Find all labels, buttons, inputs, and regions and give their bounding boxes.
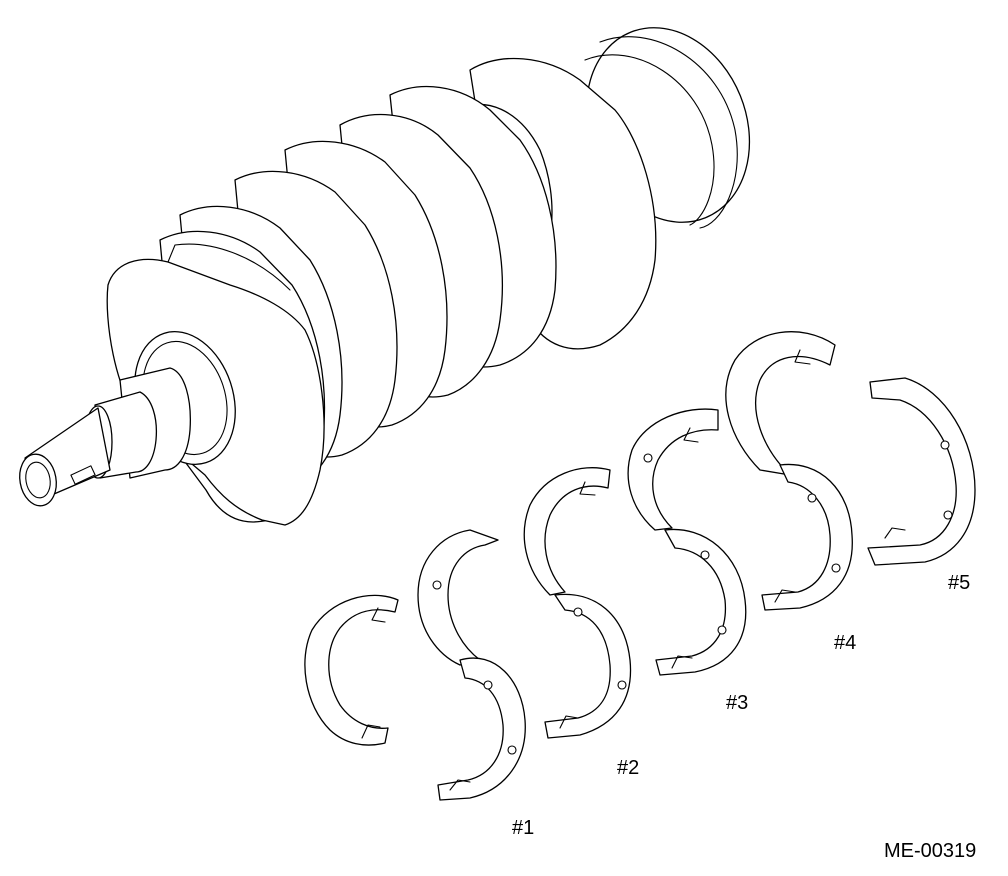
bearing-3: [627, 408, 747, 676]
bearing-1: [304, 529, 526, 801]
front-snout: [19, 330, 236, 507]
bearing-5: [867, 377, 976, 566]
crankshaft: [19, 27, 751, 526]
bearing-label-2: #2: [617, 757, 640, 779]
bearing-label-1: #1: [512, 817, 535, 839]
bearing-2: [523, 467, 632, 739]
figure-code: ME-00319: [884, 840, 977, 862]
bearing-label-3: #3: [726, 692, 749, 714]
bearing-4: [725, 331, 853, 611]
bearing-label-5: #5: [948, 572, 971, 594]
bearing-label-4: #4: [834, 632, 857, 654]
